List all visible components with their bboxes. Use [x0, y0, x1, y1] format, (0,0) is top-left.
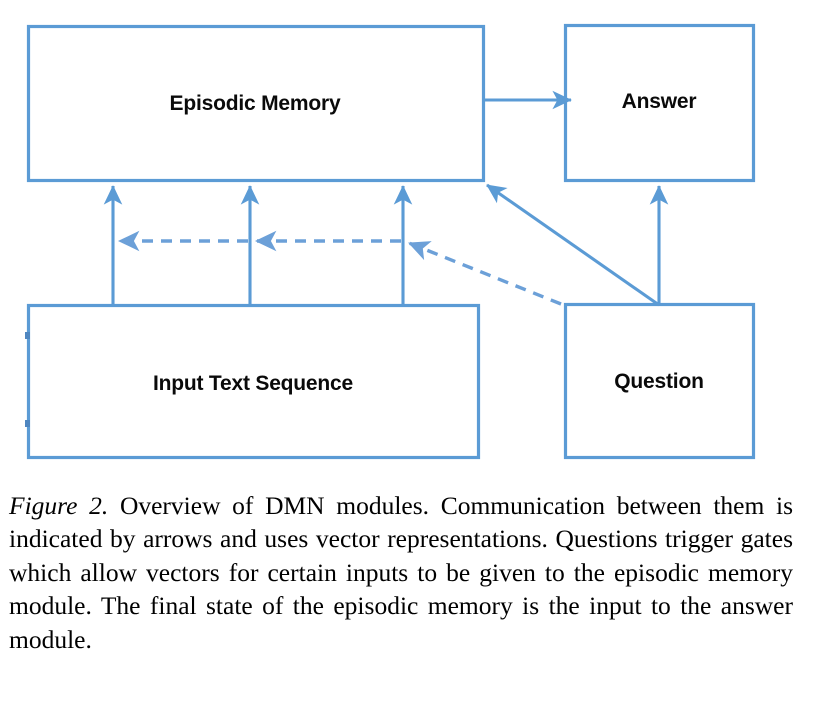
diagram-canvas — [25, 23, 756, 460]
figure-caption-body: Overview of DMN modules. Communication b… — [9, 491, 793, 654]
module-box-input-text-sequence — [26, 303, 481, 460]
module-box-answer — [563, 23, 756, 183]
dashed-arrow-question-to-gate-3 — [408, 241, 562, 306]
figure-diagram: Episodic Memory Answer Input Text Sequen… — [25, 23, 756, 460]
arrow-question-to-memory — [486, 183, 660, 307]
module-box-episodic-memory — [26, 24, 486, 183]
module-box-question — [563, 302, 756, 460]
figure-caption: Figure 2. Overview of DMN modules. Commu… — [9, 489, 793, 656]
scan-artifact-tick — [25, 332, 30, 339]
figure-caption-label: Figure 2. — [9, 491, 109, 520]
scan-artifact-tick — [25, 420, 30, 427]
